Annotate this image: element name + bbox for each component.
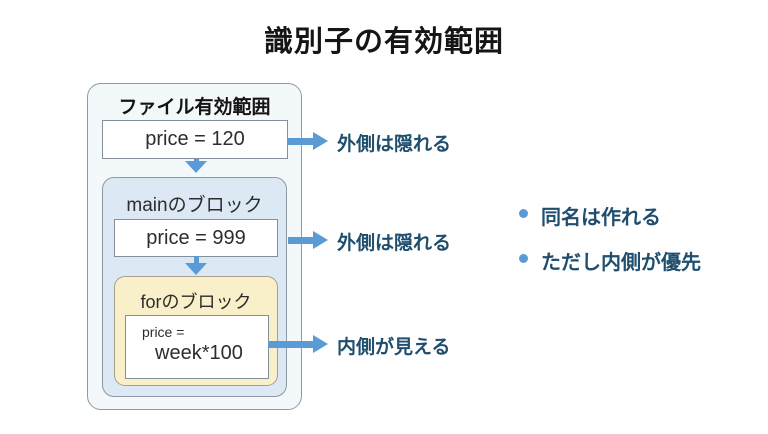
annotation-for-block: 内側が見える: [337, 337, 451, 358]
right-arrow-icon: [288, 231, 328, 249]
for-block-label: forのブロック: [140, 292, 252, 312]
main-block-label: mainのブロック: [126, 195, 263, 216]
notes-list: 同名は作れる ただし内側が優先: [519, 201, 701, 275]
down-arrow-icon: [184, 256, 208, 275]
right-arrow-icon: [288, 132, 328, 150]
statement-price-week-line1: price =: [142, 324, 185, 340]
page-title: 識別子の有効範囲: [263, 26, 504, 58]
note-text: 同名は作れる: [541, 207, 661, 229]
note-text: ただし内側が優先: [541, 252, 701, 274]
statement-price-week-line2: week*100: [155, 342, 243, 364]
list-item: 同名は作れる: [519, 201, 701, 230]
statement-price-120-text: price = 120: [145, 128, 245, 150]
right-arrow-icon: [268, 335, 328, 353]
list-item: ただし内側が優先: [519, 246, 701, 275]
down-arrow-icon: [184, 159, 208, 173]
bullet-dot-icon: [519, 254, 528, 263]
statement-price-120: price = 120: [102, 120, 288, 159]
main-block-box: mainのブロック price = 999 forのブロック price = w…: [102, 177, 287, 397]
file-scope-label: ファイル有効範囲: [118, 97, 271, 118]
for-block-box: forのブロック price = week*100: [114, 276, 278, 386]
annotation-file-scope: 外側は隠れる: [337, 134, 452, 155]
statement-price-week: price = week*100: [125, 315, 269, 379]
bullet-dot-icon: [519, 209, 528, 218]
statement-price-999-text: price = 999: [146, 226, 246, 249]
statement-price-999: price = 999: [114, 219, 278, 257]
annotation-main-block: 外側は隠れる: [337, 233, 452, 254]
